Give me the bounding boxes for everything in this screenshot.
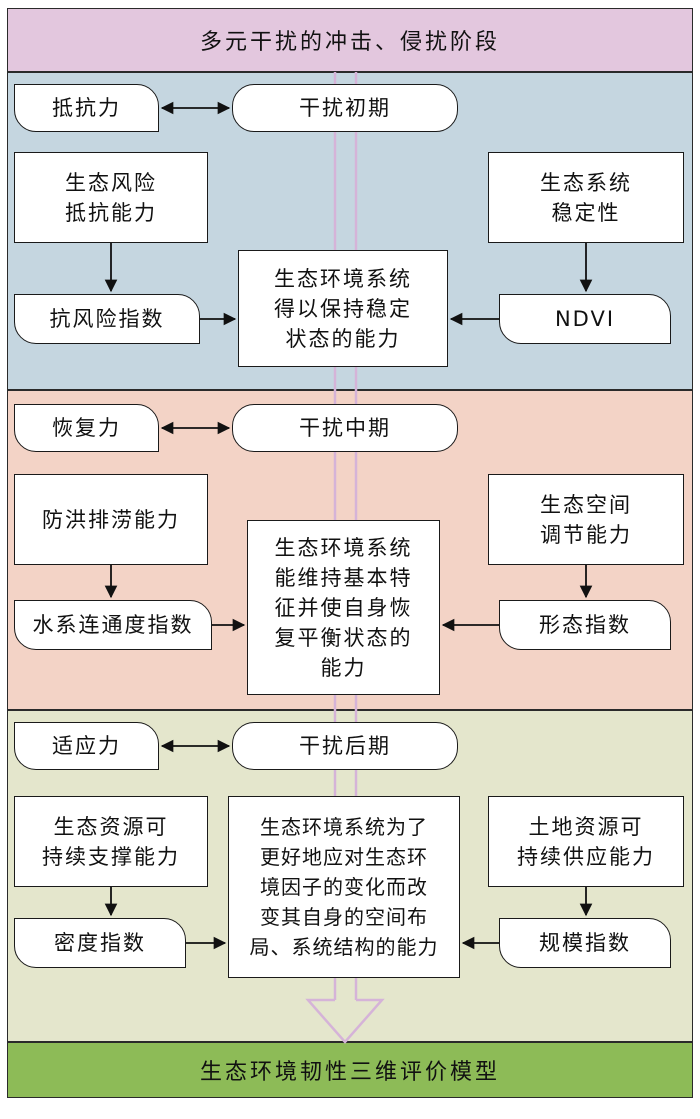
stage1-left-bottom: 抗风险指数 [14, 294, 200, 344]
stage1-center: 生态环境系统 得以保持稳定 状态的能力 [238, 250, 448, 367]
top-banner: 多元干扰的冲击、侵扰阶段 [7, 8, 693, 72]
stage1-right-bottom: NDVI [499, 294, 671, 344]
bottom-banner: 生态环境韧性三维评价模型 [7, 1042, 693, 1098]
stage1-left-top: 生态风险 抵抗能力 [14, 152, 208, 243]
stage1-period: 干扰初期 [232, 84, 458, 132]
stage2-capacity: 恢复力 [14, 404, 159, 452]
stage3-right-bottom: 规模指数 [499, 918, 671, 968]
bottom-banner-label: 生态环境韧性三维评价模型 [199, 1060, 500, 1085]
stage2-left-top: 防洪排涝能力 [14, 474, 208, 565]
stage3-right-top: 土地资源可 持续供应能力 [488, 796, 684, 887]
stage3-capacity: 适应力 [14, 722, 159, 770]
stage2-left-bottom: 水系连通度指数 [14, 600, 212, 650]
stage3-period: 干扰后期 [232, 722, 458, 770]
stage2-right-bottom: 形态指数 [499, 600, 671, 650]
stage1-right-top: 生态系统 稳定性 [488, 152, 684, 243]
stage1-capacity: 抵抗力 [14, 84, 159, 132]
stage3-left-bottom: 密度指数 [14, 918, 186, 968]
stage2-center: 生态环境系统 能维持基本特 征并使自身恢 复平衡状态的 能力 [247, 520, 440, 695]
stage2-period: 干扰中期 [232, 404, 458, 452]
top-banner-label: 多元干扰的冲击、侵扰阶段 [199, 30, 500, 55]
stage3-center: 生态环境系统为了 更好地应对生态环 境因子的变化而改 变其自身的空间布 局、系统… [228, 796, 460, 978]
stage3-left-top: 生态资源可 持续支撑能力 [14, 796, 208, 887]
stage2-right-top: 生态空间 调节能力 [488, 474, 684, 565]
